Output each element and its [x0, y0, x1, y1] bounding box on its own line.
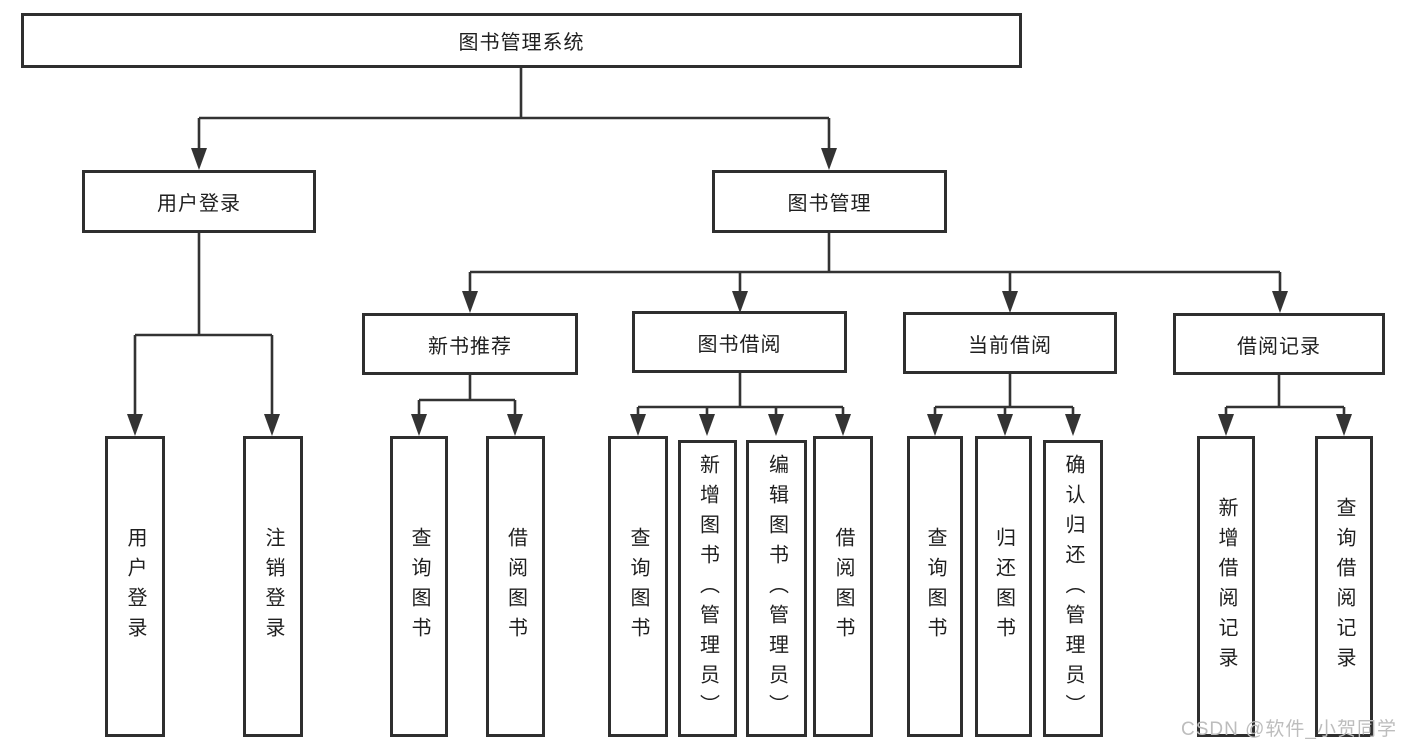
node-user-login: 用户登录 — [82, 170, 316, 233]
leaf-borrow-books: 借阅图书 — [813, 436, 873, 737]
node-root-system-label: 图书管理系统 — [458, 32, 585, 54]
node-borrow-records: 借阅记录 — [1173, 313, 1385, 375]
leaf-add-borrow-record-label: 新增借阅记录 — [1215, 496, 1237, 677]
leaf-query-books-current: 查询图书 — [907, 436, 963, 737]
leaf-add-books-admin-label: 新增图书（管理员） — [696, 453, 719, 724]
leaf-query-borrow-record: 查询借阅记录 — [1315, 436, 1373, 737]
leaf-confirm-return-admin-label: 确认归还（管理员） — [1062, 453, 1084, 724]
node-new-book-recommend-label: 新书推荐 — [428, 335, 512, 358]
leaf-confirm-return-admin: 确认归还（管理员） — [1043, 440, 1103, 737]
node-book-borrow: 图书借阅 — [632, 311, 847, 373]
node-current-borrow: 当前借阅 — [903, 312, 1117, 374]
node-book-management-label: 图书管理 — [787, 193, 872, 215]
leaf-query-books-borrow-label: 查询图书 — [627, 526, 649, 647]
leaf-add-borrow-record: 新增借阅记录 — [1197, 436, 1255, 737]
leaf-query-books-current-label: 查询图书 — [924, 526, 946, 647]
node-root-system: 图书管理系统 — [21, 13, 1022, 68]
leaf-borrow-books-label: 借阅图书 — [832, 526, 854, 647]
node-current-borrow-label: 当前借阅 — [968, 334, 1052, 357]
leaf-user-login: 用户登录 — [105, 436, 165, 737]
leaf-return-books: 归还图书 — [975, 436, 1032, 737]
leaf-borrow-books-recommend-label: 借阅图书 — [504, 526, 527, 647]
leaf-query-books-recommend-label: 查询图书 — [408, 526, 430, 647]
node-book-borrow-label: 图书借阅 — [697, 333, 782, 356]
node-user-login-label: 用户登录 — [157, 193, 241, 215]
leaf-edit-books-admin: 编辑图书（管理员） — [746, 440, 807, 737]
node-new-book-recommend: 新书推荐 — [362, 313, 578, 375]
leaf-query-borrow-record-label: 查询借阅记录 — [1333, 496, 1355, 677]
leaf-query-books-recommend: 查询图书 — [390, 436, 448, 737]
leaf-user-login-label: 用户登录 — [124, 526, 146, 647]
node-book-management: 图书管理 — [712, 170, 947, 233]
leaf-logout-label: 注销登录 — [262, 526, 284, 647]
node-borrow-records-label: 借阅记录 — [1237, 335, 1321, 358]
leaf-borrow-books-recommend: 借阅图书 — [486, 436, 545, 737]
leaf-add-books-admin: 新增图书（管理员） — [678, 440, 737, 737]
leaf-logout: 注销登录 — [243, 436, 303, 737]
leaf-query-books-borrow: 查询图书 — [608, 436, 668, 737]
leaf-return-books-label: 归还图书 — [992, 526, 1015, 647]
leaf-edit-books-admin-label: 编辑图书（管理员） — [765, 453, 788, 724]
